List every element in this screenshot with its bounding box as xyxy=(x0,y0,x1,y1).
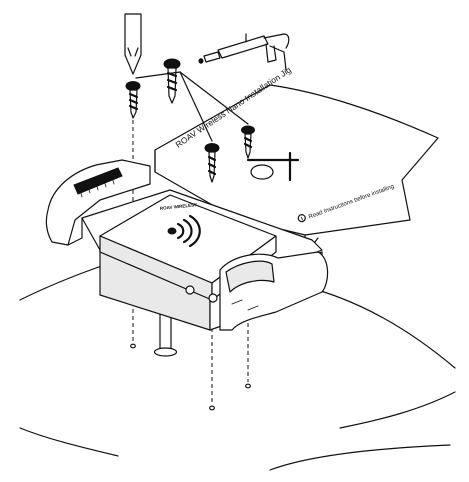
screw-icon xyxy=(204,143,220,183)
wireless-signal-icon xyxy=(167,214,201,248)
left-clip xyxy=(45,159,151,246)
screw-icon xyxy=(163,58,181,104)
screw-hole xyxy=(208,293,218,303)
screw-icon xyxy=(241,125,255,159)
device-label: ROAV WIRELESS xyxy=(160,202,198,211)
screwdriver-icon xyxy=(124,13,142,75)
hole-marker-1 xyxy=(130,343,136,349)
hole-marker-3 xyxy=(245,383,251,389)
right-clip xyxy=(185,251,329,331)
caulking-gun-icon xyxy=(198,33,290,71)
hole-marker-2 xyxy=(209,405,215,411)
target-crosshair xyxy=(246,151,300,182)
leader-lines xyxy=(135,71,249,142)
screw-icon xyxy=(125,81,141,119)
screw-hole xyxy=(185,285,195,295)
